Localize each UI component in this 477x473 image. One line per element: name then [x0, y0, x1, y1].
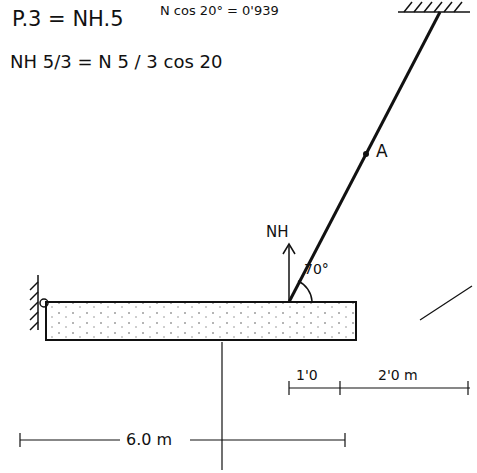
force-label: NH [266, 224, 289, 241]
ceiling-support [398, 2, 470, 12]
dimension: 2'0 m [378, 368, 418, 383]
dimension-line [20, 342, 345, 470]
reference-line [420, 286, 472, 320]
point-a [363, 151, 369, 157]
beam [46, 302, 356, 340]
force-arrow [283, 244, 295, 300]
equation: N cos 20° = 0'939 [160, 4, 279, 18]
equation: P.3 = NH.5 [12, 8, 124, 31]
cable [289, 12, 440, 302]
dimension: 6.0 m [126, 431, 172, 449]
dimension-line [289, 381, 470, 395]
angle-arc [298, 281, 312, 301]
dimension: 1'0 [296, 368, 318, 383]
equation: NH 5/3 = N 5 / 3 cos 20 [10, 52, 222, 72]
angle-label: 70° [304, 262, 329, 277]
point-label: A [376, 142, 388, 161]
